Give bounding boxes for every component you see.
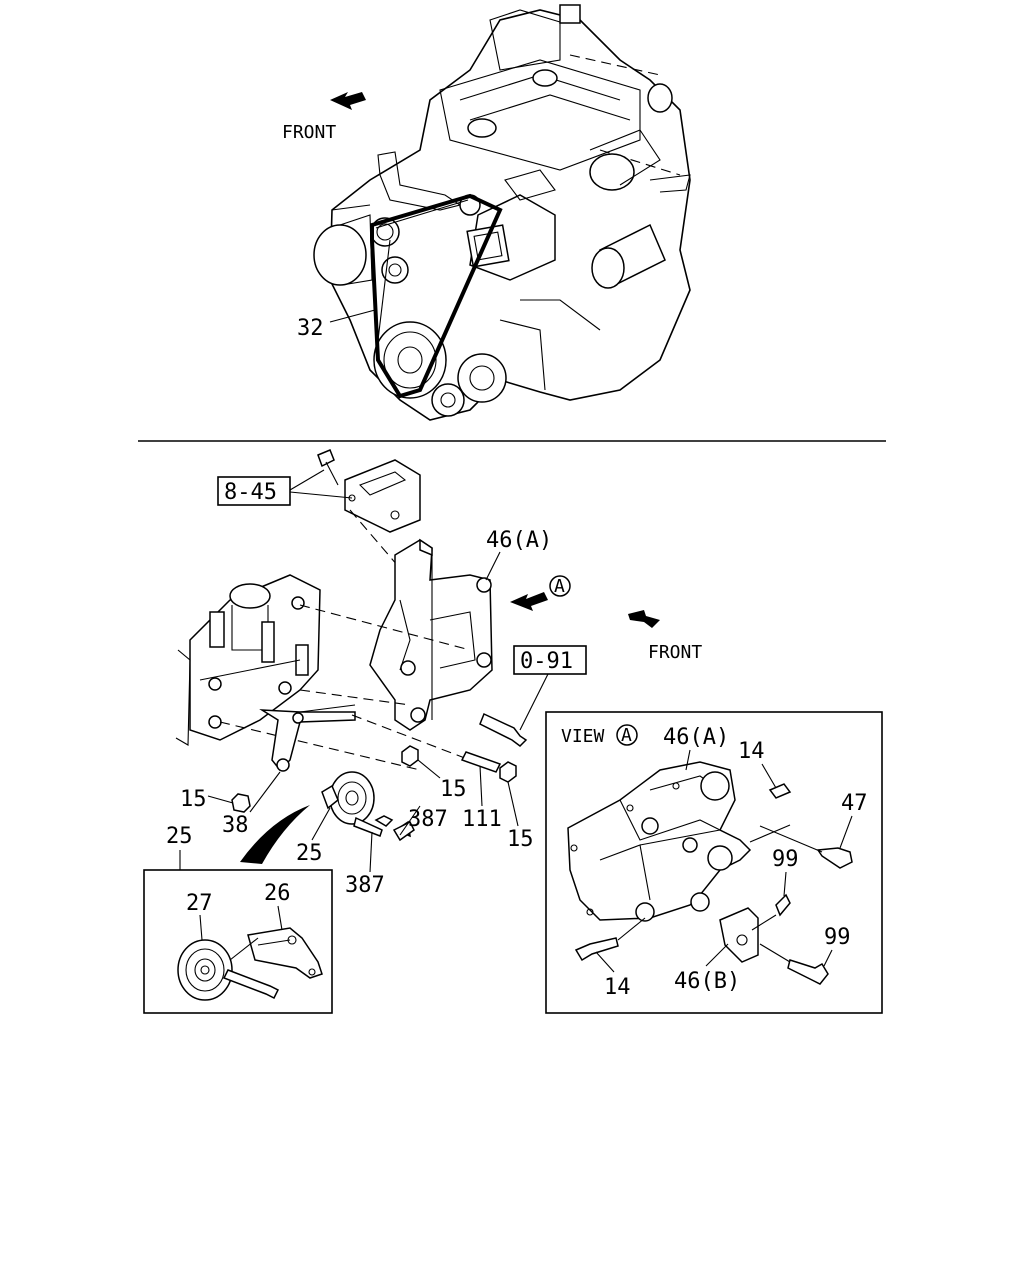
view-a-arrow-icon: [510, 592, 548, 611]
leader-line: [289, 491, 353, 499]
callout-15-right: 15: [507, 827, 534, 852]
callout-15-left: 15: [180, 787, 207, 812]
leader-line: [705, 943, 729, 967]
callout-14-lower: 14: [604, 975, 631, 1000]
callout-387-upper: 387: [408, 807, 448, 832]
leader-line: [369, 831, 373, 873]
view-marker-a: A: [554, 576, 565, 597]
leader-line: [783, 871, 787, 897]
front-arrow-icon: [628, 610, 660, 628]
leader-line: [761, 763, 777, 789]
leader-line: [289, 469, 325, 491]
leader-line: [839, 815, 853, 849]
leader-line: [277, 905, 283, 931]
callout-387-lower: 387: [345, 873, 385, 898]
view-marker-circle: [549, 575, 571, 597]
leader-line: [485, 551, 501, 581]
leader-line: [479, 765, 483, 807]
view-a-title-marker: A: [621, 725, 632, 746]
drive-belt: [370, 193, 503, 399]
callout-99-upper: 99: [772, 847, 799, 872]
ref-box-8-45: [217, 476, 291, 506]
leader-line: [823, 949, 833, 967]
view-a-title-circle: [616, 724, 638, 746]
leader-line: [199, 914, 203, 941]
callout-46b: 46(B): [674, 969, 740, 994]
leader-line: [207, 795, 234, 804]
leader-line: [249, 771, 281, 813]
front-arrow-icon: [330, 92, 366, 110]
leader-line: [685, 749, 691, 771]
view-a-inset-box: [545, 711, 883, 1014]
front-label-top: FRONT: [282, 122, 336, 143]
leader-line: [595, 951, 615, 973]
bracket-assembly-illustration: [175, 449, 528, 864]
leader-line: [329, 309, 376, 323]
front-label-lower: FRONT: [648, 642, 702, 663]
callout-15-mid: 15: [440, 777, 467, 802]
ref-box-0-91: [513, 645, 587, 675]
callout-38: 38: [222, 813, 249, 838]
callout-26: 26: [264, 881, 291, 906]
pulley-inset-box: [143, 869, 333, 1014]
callout-27: 27: [186, 891, 213, 916]
ref-label-8-45: 8-45: [224, 480, 277, 505]
leader-line: [417, 759, 441, 779]
leader-line: [399, 805, 421, 836]
callout-25-pulley: 25: [296, 841, 323, 866]
view-a-title: VIEW: [561, 726, 605, 747]
leader-line: [311, 807, 331, 841]
callout-46a: 46(A): [486, 528, 552, 553]
callout-32: 32: [297, 316, 324, 341]
leader-line: [519, 673, 549, 731]
callout-99-lower: 99: [824, 925, 851, 950]
leader-line: [507, 781, 519, 827]
engine-assembly-illustration: [313, 4, 691, 421]
callout-25-inset: 25: [166, 824, 193, 849]
callout-47: 47: [841, 791, 868, 816]
ref-label-0-91: 0-91: [520, 649, 573, 674]
callout-46a-view: 46(A): [663, 725, 729, 750]
callout-14-upper: 14: [738, 739, 765, 764]
callout-111: 111: [462, 807, 502, 832]
